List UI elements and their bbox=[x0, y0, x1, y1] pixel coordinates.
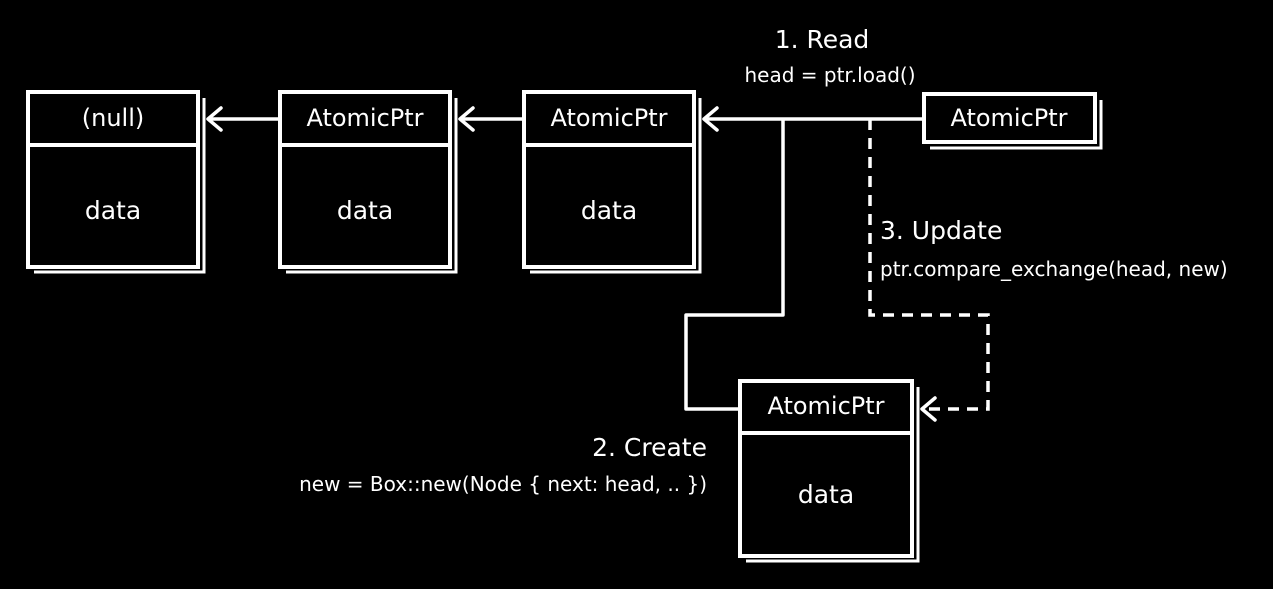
node-2-pointer-label: AtomicPtr bbox=[306, 104, 423, 132]
new-node-pointer-label: AtomicPtr bbox=[767, 392, 884, 420]
new-node-box bbox=[738, 379, 914, 558]
link-node2-to-null-arrowhead bbox=[206, 106, 223, 132]
link-node2-to-null bbox=[206, 106, 280, 132]
node-null: (null) data bbox=[26, 90, 206, 274]
new-node-data-label: data bbox=[798, 480, 854, 509]
step-read-code: head = ptr.load() bbox=[744, 63, 915, 87]
new-node-shadow bbox=[746, 387, 920, 563]
node-3: AtomicPtr data bbox=[522, 90, 702, 274]
node-3-pointer-label: AtomicPtr bbox=[550, 104, 667, 132]
node-2-shadow bbox=[286, 98, 458, 274]
node-3-shadow bbox=[530, 98, 702, 274]
node-2-data-label: data bbox=[337, 196, 393, 225]
step-read: 1. Read head = ptr.load() bbox=[744, 25, 915, 87]
step-create: 2. Create new = Box::new(Node { next: he… bbox=[299, 433, 707, 496]
node-3-data-label: data bbox=[581, 196, 637, 225]
update-link bbox=[868, 119, 990, 422]
step-update-code: ptr.compare_exchange(head, new) bbox=[880, 257, 1228, 281]
step-update-title: 3. Update bbox=[880, 216, 1002, 245]
new-node-next-link bbox=[684, 119, 785, 411]
node-null-data-label: data bbox=[85, 196, 141, 225]
new-node: AtomicPtr data bbox=[738, 379, 920, 563]
step-update: 3. Update ptr.compare_exchange(head, new… bbox=[880, 216, 1228, 281]
update-link-arrowhead bbox=[920, 396, 937, 422]
link-head-to-node3 bbox=[702, 106, 924, 132]
step-create-title: 2. Create bbox=[592, 433, 707, 462]
node-2-box bbox=[278, 90, 452, 269]
head-pointer-label: AtomicPtr bbox=[950, 104, 1067, 132]
node-null-pointer-label: (null) bbox=[82, 104, 144, 132]
head-pointer: AtomicPtr bbox=[922, 92, 1103, 150]
step-create-code: new = Box::new(Node { next: head, .. }) bbox=[299, 472, 707, 496]
node-3-box bbox=[522, 90, 696, 269]
update-link-line bbox=[868, 119, 990, 411]
node-2: AtomicPtr data bbox=[278, 90, 458, 274]
node-null-shadow bbox=[34, 98, 206, 274]
link-head-to-node3-arrowhead bbox=[702, 106, 719, 132]
link-node3-to-node2-arrowhead bbox=[458, 106, 475, 132]
link-node3-to-node2 bbox=[458, 106, 524, 132]
step-read-title: 1. Read bbox=[775, 25, 870, 54]
head-pointer-shadow bbox=[930, 100, 1103, 150]
node-null-box bbox=[26, 90, 200, 269]
